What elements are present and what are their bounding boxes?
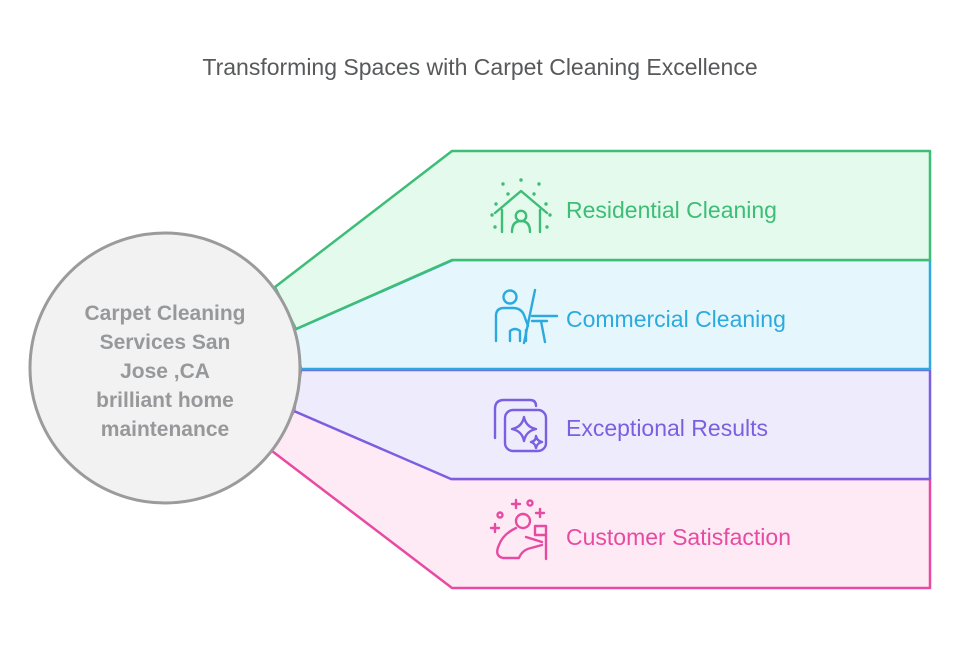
house-sparkle-icon xyxy=(490,178,552,234)
page-title: Transforming Spaces with Carpet Cleaning… xyxy=(202,54,757,80)
center-circle-text-line: Jose ,CA xyxy=(120,360,210,383)
center-circle-text-line: brilliant home xyxy=(96,389,234,412)
center-circle-text-line: maintenance xyxy=(101,418,229,441)
center-circle xyxy=(28,231,302,505)
branch-label: Commercial Cleaning xyxy=(566,306,786,332)
branch-label: Residential Cleaning xyxy=(566,197,777,223)
center-node: Carpet Cleaning Services San Jose ,CA br… xyxy=(28,231,302,505)
branch-label: Customer Satisfaction xyxy=(566,524,791,550)
person-scrubbing-icon xyxy=(489,498,548,561)
janitor-squeegee-icon xyxy=(494,288,559,345)
center-circle-text-line: Services San xyxy=(100,331,231,354)
center-circle-text-line: Carpet Cleaning xyxy=(84,302,245,325)
branch-band xyxy=(273,149,932,331)
sparkle-cards-icon xyxy=(493,398,548,453)
branch-residential-cleaning: Residential Cleaning xyxy=(273,149,932,331)
branch-label: Exceptional Results xyxy=(566,415,768,441)
branch-exceptional-results: Exceptional Results xyxy=(292,368,932,481)
